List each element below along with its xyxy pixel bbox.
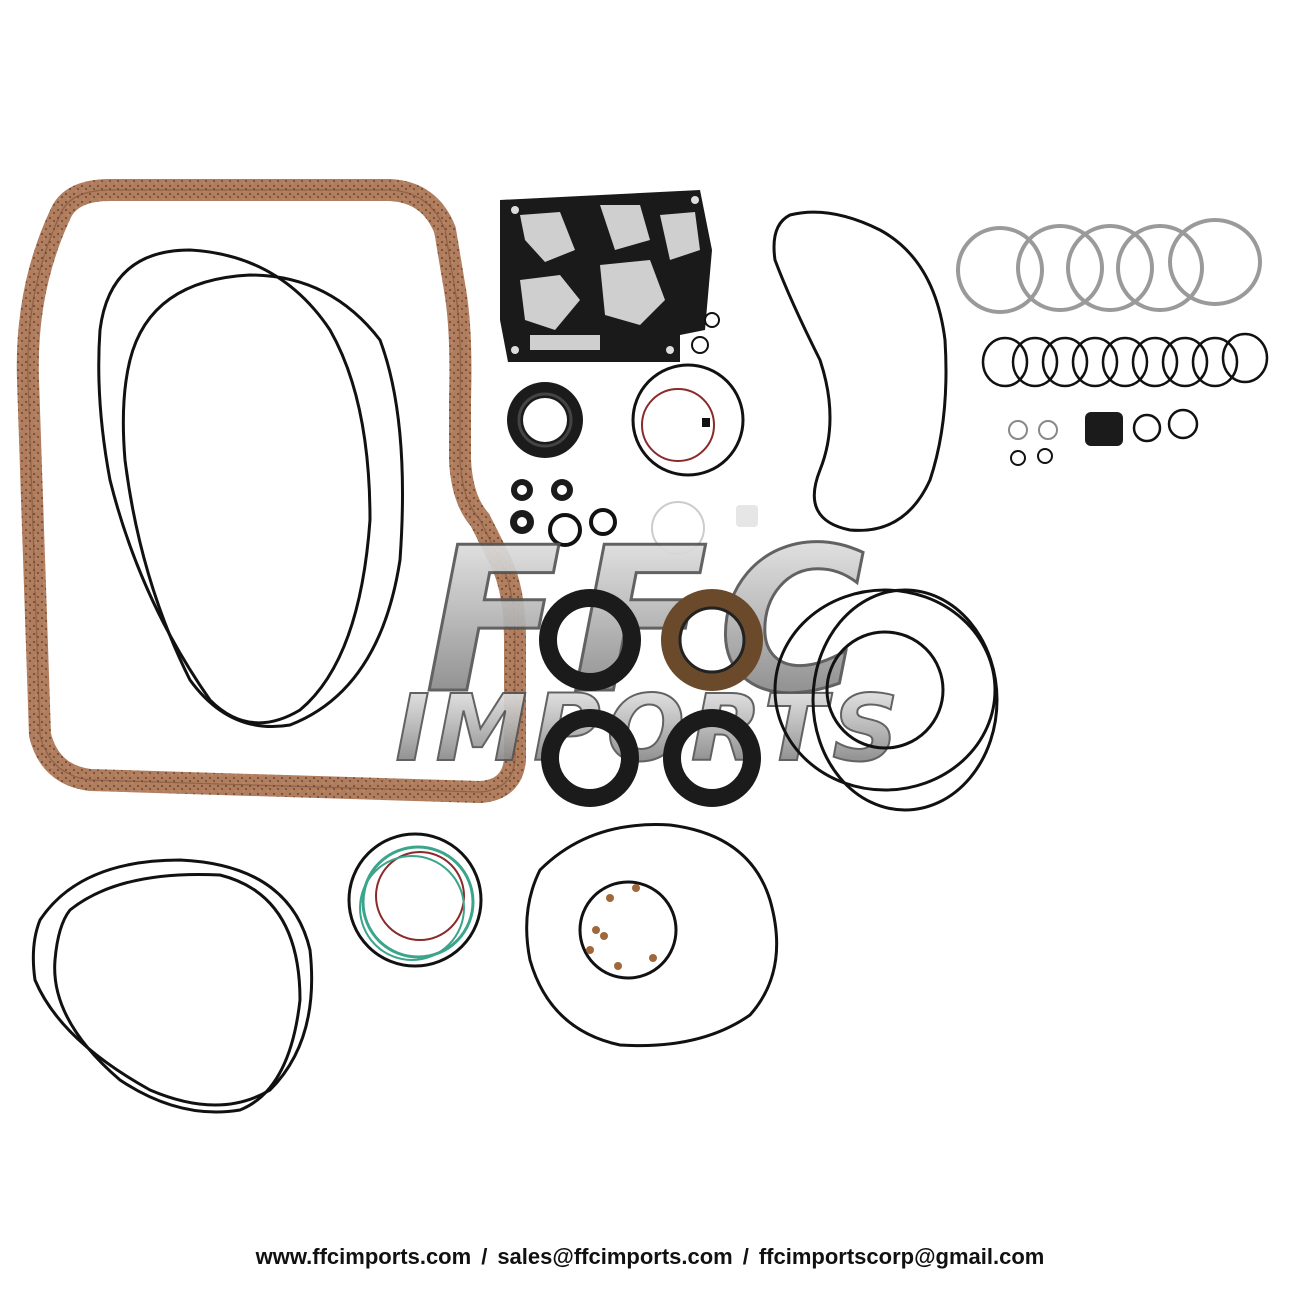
corp-email-link[interactable]: ffcimportscorp@gmail.com: [758, 1244, 1045, 1269]
kidney-o-ring: [772, 210, 948, 532]
large-oval-o-ring: [97, 248, 372, 725]
cork-pan-gasket: [16, 179, 526, 803]
watermark-line1: FFC: [425, 505, 875, 738]
large-oval-o-ring: [121, 273, 404, 729]
o-rings-bottom-left: [31, 858, 314, 1114]
watermark-logo: FFC IMPORTS: [394, 504, 904, 784]
oval-ring-with-check-balls: [525, 823, 779, 1048]
sales-email-link[interactable]: sales@ffcimports.com: [497, 1244, 733, 1269]
green-red-seal-stack: [347, 832, 483, 968]
contact-footer: www.ffcimports.com / sales@ffcimports.com /…: [0, 1244, 1300, 1270]
small-o-ring-row: [981, 332, 1269, 388]
small-parts-right: [1008, 408, 1199, 466]
footer-separator: /: [742, 1244, 749, 1269]
watermark-line2: IMPORTS: [395, 675, 904, 782]
seal-cluster-upper: [507, 312, 758, 555]
footer-separator: /: [481, 1244, 488, 1269]
o-ring-stack-right: [773, 588, 999, 812]
website-link[interactable]: www.ffcimports.com: [255, 1244, 472, 1269]
valve-body-gasket: [500, 190, 712, 362]
oil-seals-middle: [539, 589, 763, 807]
steel-sealing-rings: [956, 218, 1262, 314]
